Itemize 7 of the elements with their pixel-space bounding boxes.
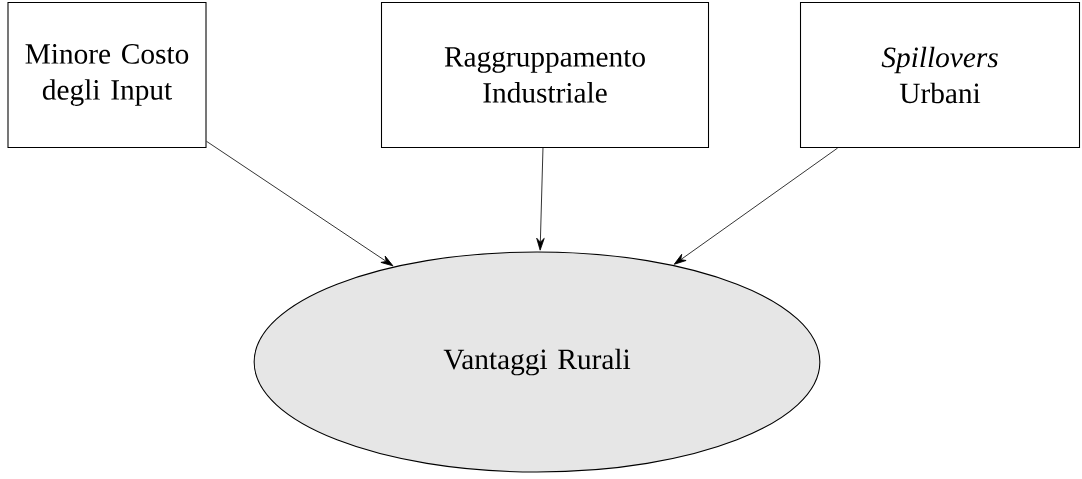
ellipse-node: Vantaggi Rurali <box>253 251 821 473</box>
arrow <box>536 147 545 251</box>
arrow <box>673 147 839 265</box>
text-box: Spillovers Urbani <box>799 1 1081 149</box>
text-box: Minore Costo degli Input <box>7 1 207 149</box>
text-box: Raggruppamento Industriale <box>380 1 710 149</box>
arrow <box>206 140 394 267</box>
